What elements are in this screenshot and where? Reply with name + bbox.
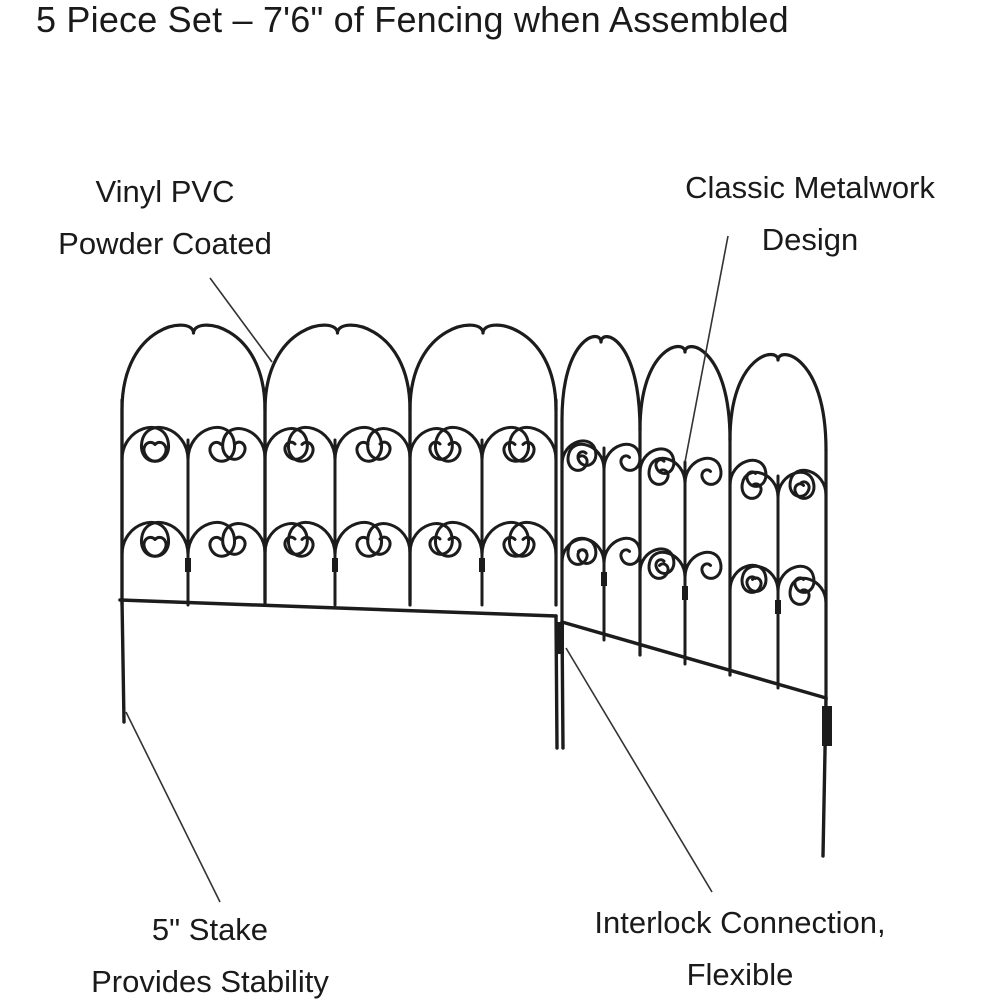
- left-post-scroll-top-4: [508, 425, 558, 463]
- left-post-scroll-top-r-2: [263, 427, 309, 461]
- page-title: 5 Piece Set – 7'6" of Fencing when Assem…: [36, 0, 789, 40]
- stake-callout-line-2: Provides Stability: [91, 964, 329, 999]
- left-post-scroll-top-l-2: [221, 427, 267, 461]
- left-post-scroll-top-l-3: [366, 427, 412, 461]
- left-scroll-top-right-3: [480, 425, 530, 463]
- design-callout-line-1: Classic Metalwork: [685, 170, 935, 205]
- left-scroll-top-right-1: [186, 425, 236, 463]
- left-post-scroll-bottom-l-3: [366, 522, 412, 556]
- left-clip-3: [479, 558, 485, 572]
- left-scroll-bottom-right-2: [333, 520, 383, 558]
- right-arch-1: [560, 334, 642, 432]
- stake-callout: 5" Stake Provides Stability: [50, 904, 370, 1008]
- left-scroll-bottom-right-3: [480, 520, 530, 558]
- fence-panel-left: [118, 323, 565, 750]
- left-post-scroll-top-r-3: [408, 427, 454, 461]
- leader-lines: [125, 235, 729, 903]
- design-callout: Classic Metalwork Design: [650, 162, 970, 266]
- right-post-scroll-top-1: [560, 439, 598, 467]
- material-leader: [209, 277, 273, 363]
- left-post-scroll-bottom-r-3: [408, 522, 454, 556]
- left-clip-1: [185, 558, 191, 572]
- left-post-scroll-bottom-l-2: [221, 522, 267, 556]
- material-callout-line-1: Vinyl PVC: [95, 174, 235, 209]
- interlock-clip: [555, 622, 564, 654]
- design-callout-line-2: Design: [761, 222, 859, 257]
- right-stake-clip: [822, 706, 832, 746]
- design-leader: [684, 235, 729, 463]
- left-post-scroll-bottom-r-2: [263, 522, 309, 556]
- left-arch-1: [120, 323, 267, 602]
- right-post-scroll-top-4: [788, 468, 828, 498]
- left-post-scroll-top-1: [120, 425, 170, 463]
- right-post-scroll-top-3: [728, 458, 768, 488]
- right-scroll-bottom-right-2: [683, 550, 723, 580]
- interlock-callout-line-1: Interlock Connection,: [594, 905, 886, 940]
- right-post-scroll-bottom-1: [560, 537, 598, 565]
- material-callout: Vinyl PVC Powder Coated: [30, 166, 300, 270]
- right-clip-2: [682, 586, 688, 600]
- right-clip-3: [775, 600, 781, 614]
- left-scroll-bottom-right-1: [186, 520, 236, 558]
- right-post-scroll-bottom-2: [638, 547, 676, 575]
- left-arch-3: [408, 323, 558, 602]
- right-arch-3: [728, 352, 828, 452]
- stake-leader: [125, 711, 221, 903]
- left-arch-2: [263, 323, 412, 602]
- material-callout-line-2: Powder Coated: [58, 226, 272, 261]
- right-post-scroll-bottom-3: [728, 563, 768, 593]
- left-scroll-top-right-2: [333, 425, 383, 463]
- fence-panel-right: [560, 334, 832, 858]
- left-scroll-top-left-3: [434, 425, 484, 463]
- left-scroll-bottom-left-3: [434, 520, 484, 558]
- left-stake: [120, 598, 126, 724]
- interlock-callout: Interlock Connection, Flexible: [550, 897, 930, 1001]
- left-bottom-rail: [118, 598, 558, 618]
- interlock-callout-line-2: Flexible: [686, 957, 794, 992]
- right-scroll-top-right-2: [683, 456, 723, 486]
- right-scroll-top-right-1: [602, 442, 642, 472]
- stake-callout-line-1: 5" Stake: [151, 912, 269, 947]
- right-clip-1: [601, 572, 607, 586]
- right-scroll-top-left-2: [647, 456, 687, 486]
- left-post-scroll-bottom-4: [508, 520, 558, 558]
- left-clip-2: [332, 558, 338, 572]
- right-scroll-top-left-1: [566, 442, 606, 472]
- left-scroll-top-left-2: [287, 425, 337, 463]
- left-post-scroll-bottom-1: [120, 520, 170, 558]
- right-post-scroll-top-2: [638, 447, 676, 475]
- right-scroll-bottom-right-1: [602, 536, 642, 566]
- left-scroll-bottom-left-2: [287, 520, 337, 558]
- right-post-scroll-bottom-4: [788, 576, 828, 606]
- right-arch-2: [638, 344, 732, 442]
- interlock-leader: [565, 647, 713, 893]
- right-bottom-rail: [560, 620, 828, 700]
